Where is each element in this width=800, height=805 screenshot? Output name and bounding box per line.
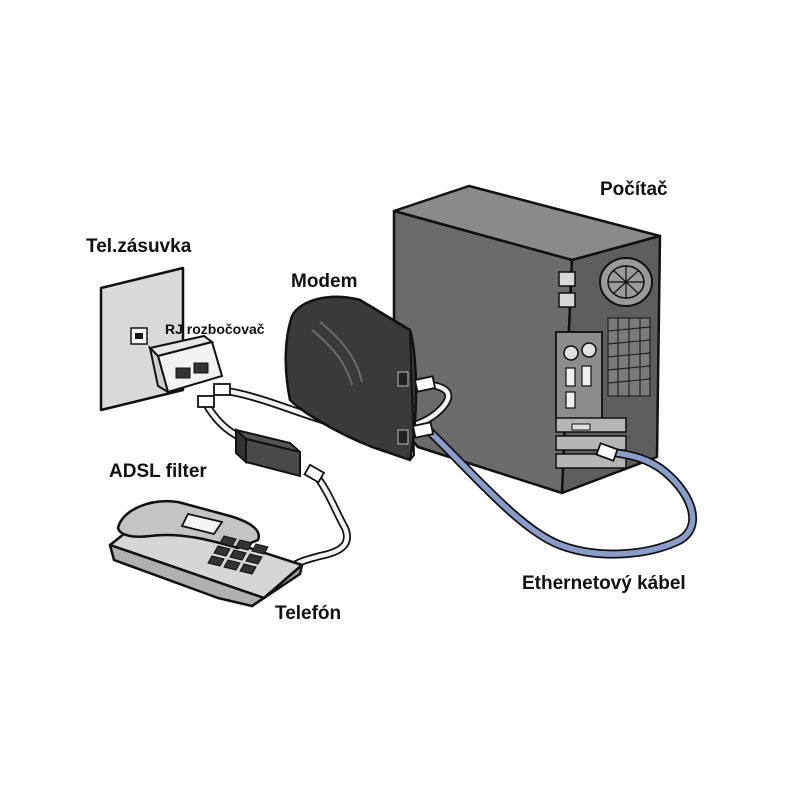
power-socket-top [558,271,576,287]
modem [284,295,418,462]
splitter-plug-2 [197,395,215,408]
rj-splitter-label: RJ rozbočovač [165,321,265,337]
modem-label: Modem [291,271,358,292]
computer-tower [392,184,662,495]
splitter-plug-1 [213,383,231,396]
phone-label: Telefón [275,603,342,624]
ethernet-cable-label: Ethernetový kábel [522,573,686,594]
expansion-slots [555,417,627,469]
adsl-filter [235,427,326,484]
adsl-filter-label: ADSL filter [109,461,207,482]
telephone [108,499,304,608]
power-socket-bottom [558,292,576,308]
telephone-keypad [207,535,269,575]
modem-plugs [411,375,437,439]
computer-ethernet-plug [595,442,619,462]
computer-fan [599,257,653,307]
io-panel [555,331,603,423]
rj-splitter [148,334,224,395]
vent-grid [607,317,651,397]
computer-label: Počítač [600,179,668,200]
wall-socket-label: Tel.zásuvka [86,236,192,257]
